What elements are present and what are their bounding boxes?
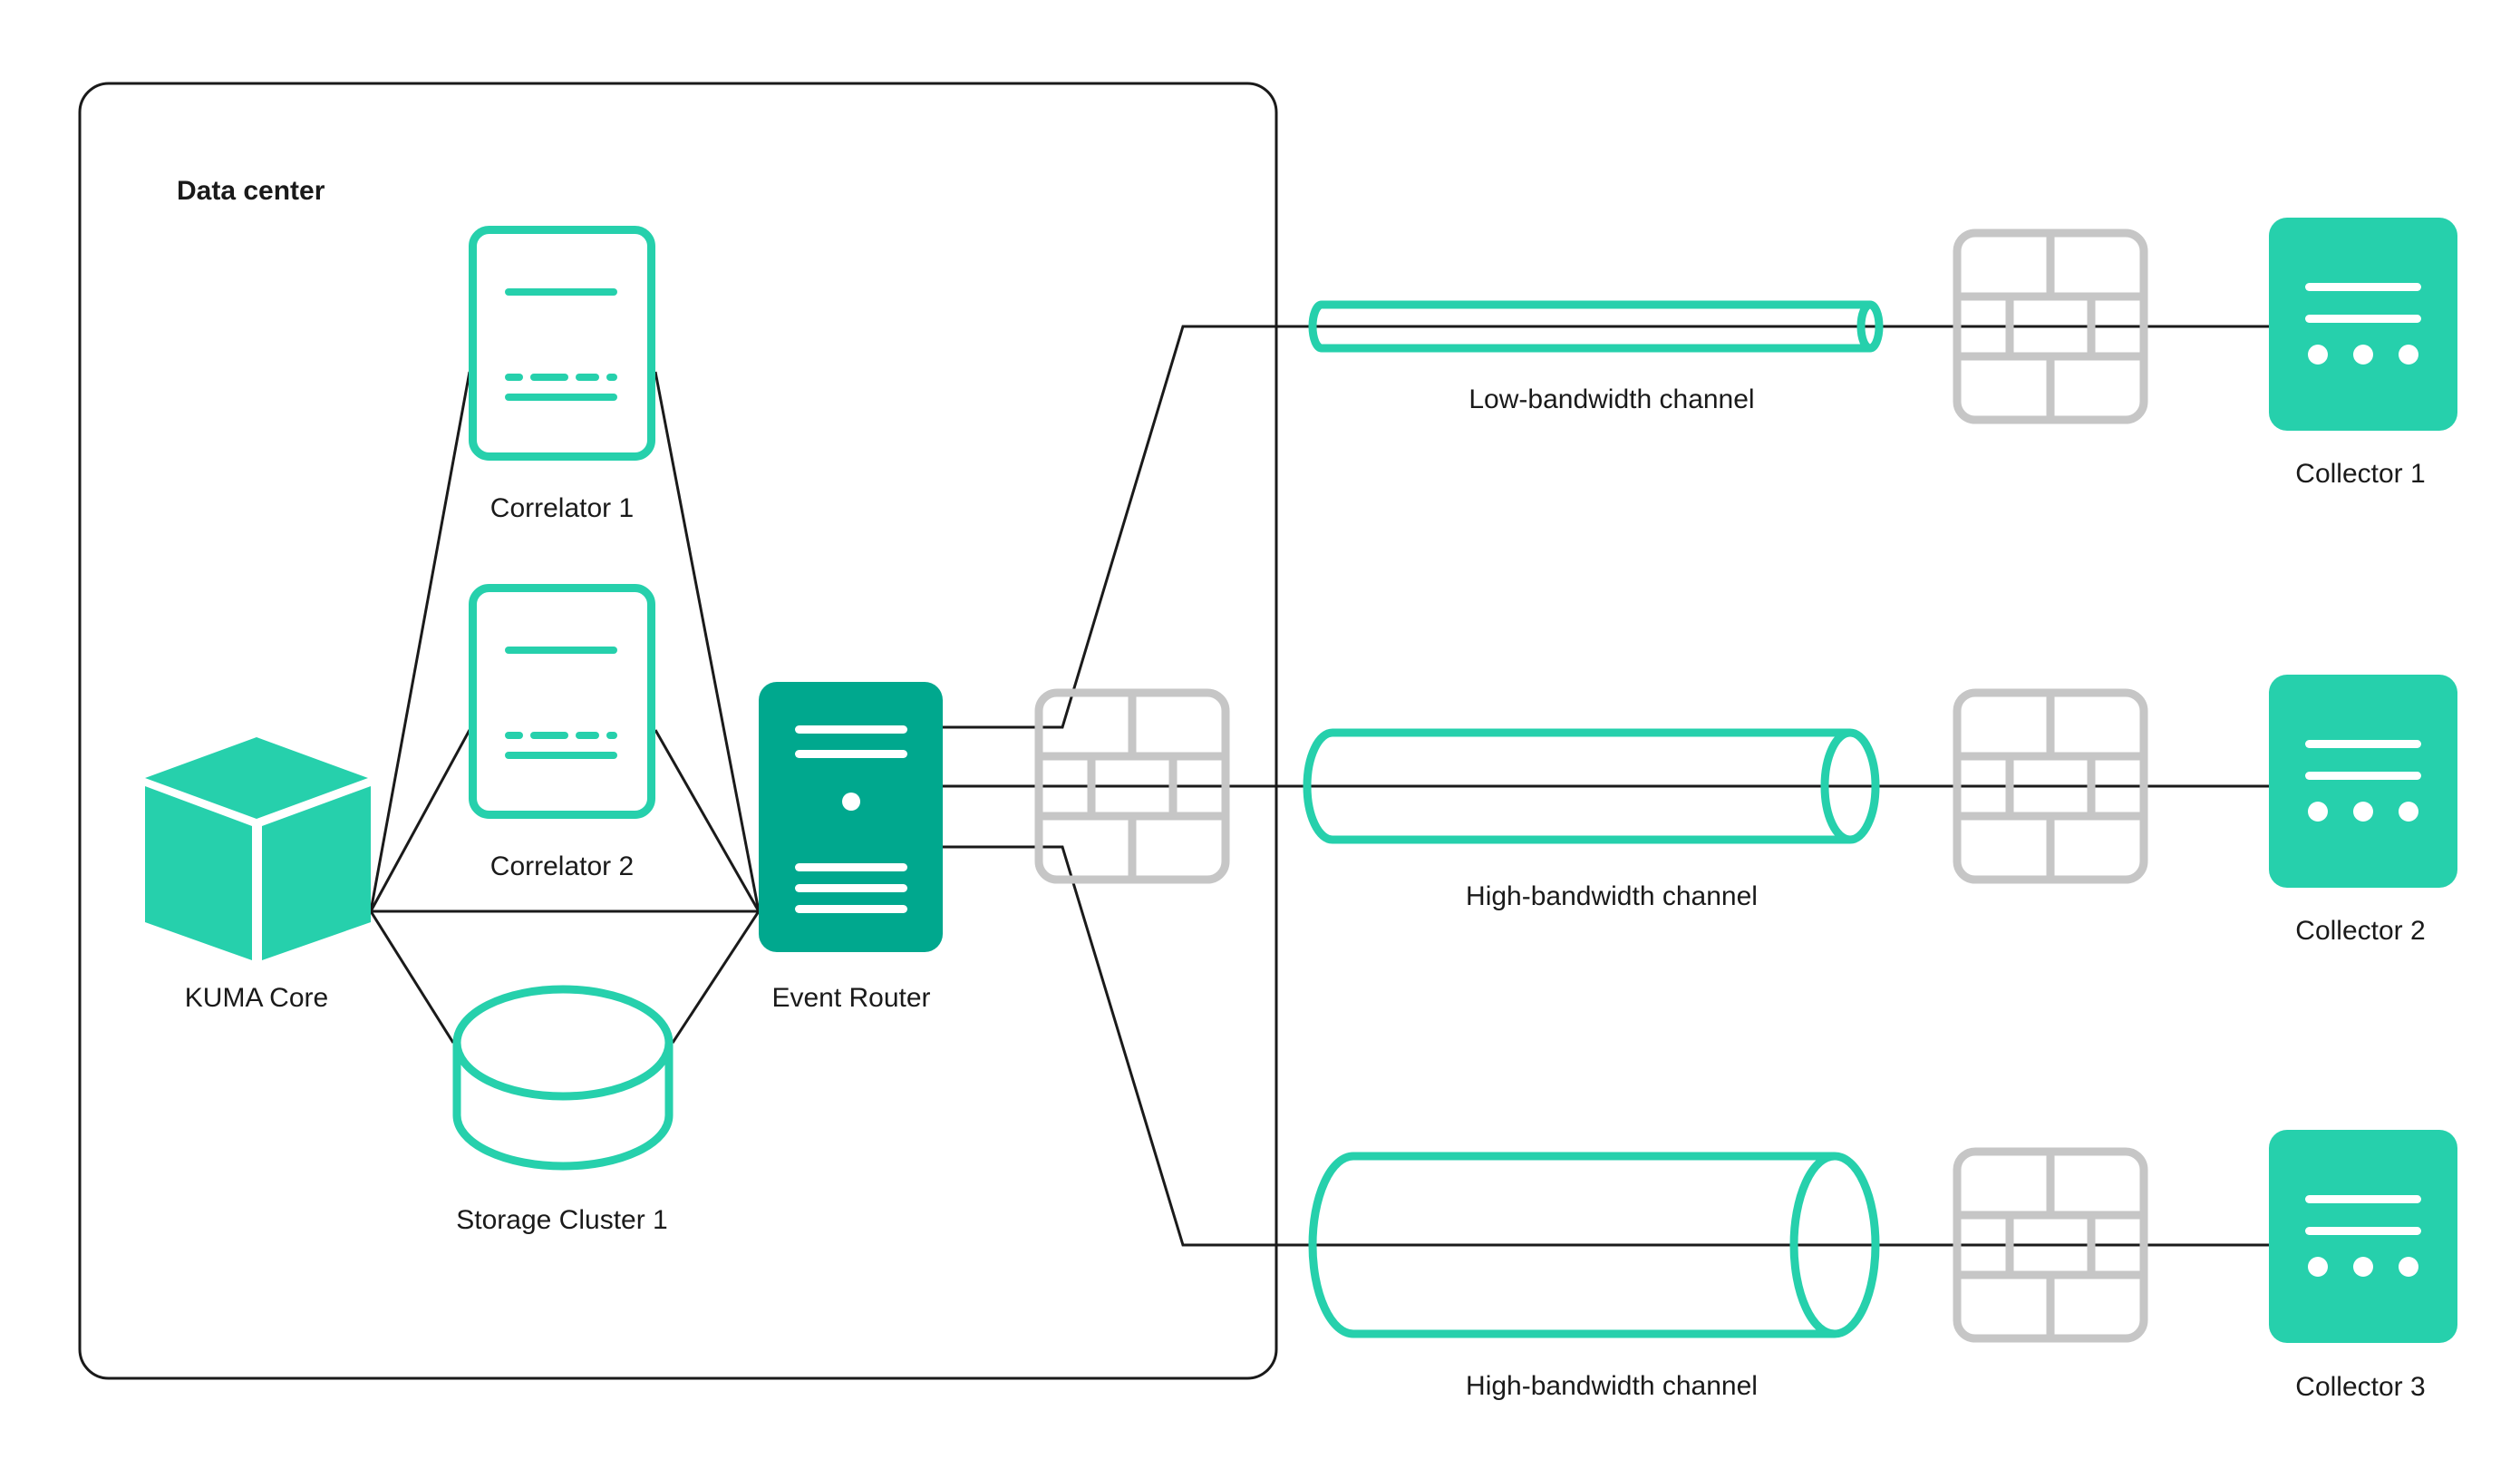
event-router-label: Event Router	[771, 983, 930, 1013]
connection-lines	[369, 325, 2269, 1247]
collector-1-label: Collector 1	[2295, 459, 2425, 489]
data-center-boundary	[78, 82, 1278, 1380]
collector-2-label: Collector 2	[2295, 916, 2425, 946]
collector-3-label: Collector 3	[2295, 1372, 2425, 1402]
link-router-collector-1	[943, 325, 2269, 729]
channel-high-bandwidth-2	[1308, 1152, 1880, 1338]
kuma-core-label: KUMA Core	[185, 983, 328, 1013]
server-outline-icon	[473, 230, 652, 457]
correlator-1	[473, 230, 652, 457]
channel-3-label: High-bandwidth channel	[1466, 1371, 1758, 1401]
channel-high-bandwidth-1	[1303, 728, 1880, 844]
link-core-correlator-2	[369, 729, 471, 912]
collector-server-icon	[2269, 1130, 2457, 1343]
channel-2-label: High-bandwidth channel	[1466, 881, 1758, 911]
correlator-2-label: Correlator 2	[490, 851, 634, 881]
link-correlator-1-event-router	[654, 371, 761, 912]
storage-cluster-1-label: Storage Cluster 1	[456, 1205, 667, 1235]
collector-1	[2269, 218, 2457, 431]
channel-low-bandwidth	[1308, 300, 1884, 353]
server-outline-icon	[473, 588, 652, 815]
link-router-collector-3	[943, 845, 2269, 1247]
correlator-2	[473, 588, 652, 815]
server-tower-icon	[759, 682, 943, 952]
correlator-1-label: Correlator 1	[490, 493, 634, 523]
collector-server-icon	[2269, 218, 2457, 431]
link-core-correlator-1	[369, 371, 471, 912]
collector-3	[2269, 1130, 2457, 1343]
database-cylinder-icon	[452, 985, 674, 1171]
link-core-storage	[369, 910, 455, 1044]
link-correlator-2-event-router	[654, 729, 761, 912]
data-center-title: Data center	[177, 176, 325, 206]
collector-2	[2269, 675, 2457, 888]
cube-icon	[145, 737, 371, 960]
link-storage-event-router	[671, 910, 761, 1044]
collector-server-icon	[2269, 675, 2457, 888]
channel-1-label: Low-bandwidth channel	[1468, 384, 1754, 414]
